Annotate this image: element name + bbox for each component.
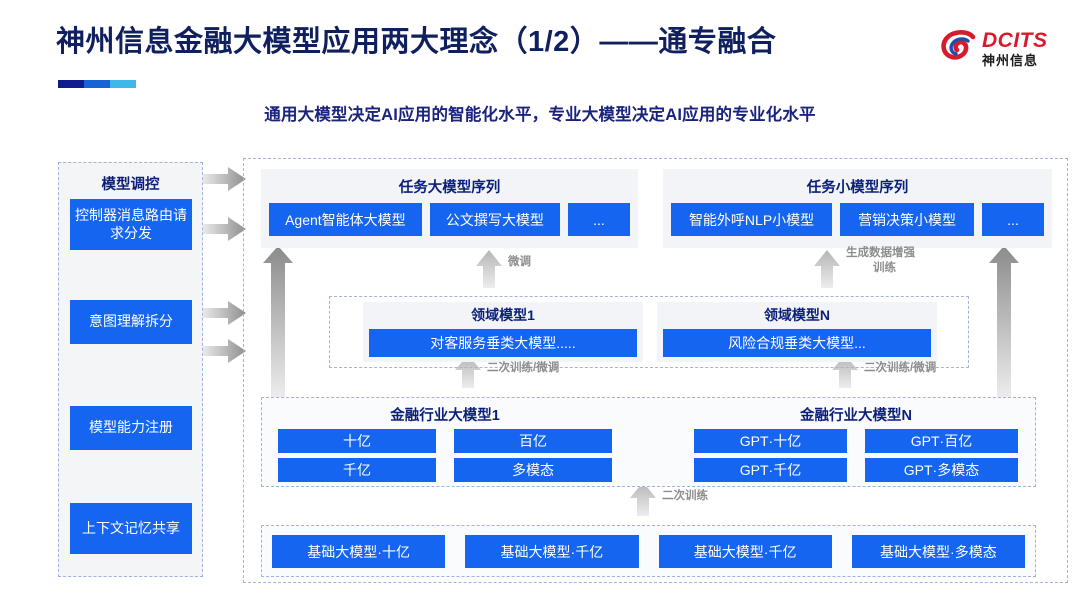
domain-model-n-title: 领域模型N [763, 307, 831, 323]
control-item-intent-parsing[interactable]: 意图理解拆分 [70, 300, 192, 344]
chip-ind1-hundred-billion[interactable]: 千亿 [278, 458, 436, 482]
accent-segment-2 [84, 80, 110, 88]
swirl-icon [938, 28, 978, 68]
model-stack-container: 任务大模型序列 Agent智能体大模型 公文撰写大模型 ... 任务小模型序列 … [243, 158, 1068, 583]
chip-risk-compliance-vertical-model[interactable]: 风险合规垂类大模型... [663, 329, 931, 357]
industry-model-container: 金融行业大模型1 十亿 百亿 千亿 多模态 金融行业大模型N GPT·十亿 GP… [261, 397, 1036, 487]
control-item-context-memory[interactable]: 上下文记忆共享 [70, 503, 192, 554]
control-column: 模型调控 控制器消息路由请求分发 意图理解拆分 模型能力注册 上下文记忆共享 [58, 162, 203, 577]
chip-customer-service-vertical-model[interactable]: 对客服务垂类大模型..... [369, 329, 637, 357]
chip-ind1-billion[interactable]: 十亿 [278, 429, 436, 453]
domain-model-1: 领域模型1 对客服务垂类大模型..... [363, 302, 643, 362]
arrow-label-retrain-finetune-left: 二次训练/微调 [487, 362, 560, 374]
chip-base-billion[interactable]: 基础大模型·十亿 [272, 535, 446, 568]
industry-model-n: 金融行业大模型N GPT·十亿 GPT·百亿 GPT·千亿 GPT·多模态 [686, 401, 1026, 483]
chip-base-hundred-billion[interactable]: 基础大模型·千亿 [465, 535, 639, 568]
accent-bar [58, 80, 136, 88]
architecture-diagram: 模型调控 控制器消息路由请求分发 意图理解拆分 模型能力注册 上下文记忆共享 任… [0, 150, 1080, 590]
industry-model-n-title: 金融行业大模型N [800, 408, 912, 424]
chip-base-multimodal[interactable]: 基础大模型·多模态 [851, 535, 1025, 568]
control-column-title: 模型调控 [101, 177, 160, 193]
task-big-model-sequence: 任务大模型序列 Agent智能体大模型 公文撰写大模型 ... [261, 169, 638, 248]
task-small-model-sequence-title: 任务小模型序列 [806, 180, 909, 196]
arrow-label-retrain-bottom: 二次训练 [662, 490, 708, 502]
arrow-label-retrain-finetune-right: 二次训练/微调 [864, 362, 937, 374]
chip-indn-gpt-billion[interactable]: GPT·十亿 [694, 429, 847, 453]
industry-model-n-chip-grid: GPT·十亿 GPT·百亿 GPT·千亿 GPT·多模态 [686, 425, 1026, 482]
arrow-label-gen-data-line1: 生成数据增强 [846, 247, 915, 259]
industry-model-1: 金融行业大模型1 十亿 百亿 千亿 多模态 [270, 401, 620, 483]
chip-base-trillion[interactable]: 基础大模型·千亿 [658, 535, 832, 568]
page-title: 神州信息金融大模型应用两大理念（1/2）——通专融合 [56, 26, 777, 58]
base-model-container: 基础大模型·十亿 基础大模型·千亿 基础大模型·千亿 基础大模型·多模态 [261, 525, 1036, 577]
chip-indn-gpt-multimodal[interactable]: GPT·多模态 [865, 458, 1018, 482]
page-subtitle: 通用大模型决定AI应用的智能化水平，专业大模型决定AI应用的专业化水平 [264, 106, 816, 124]
task-big-model-sequence-title: 任务大模型序列 [398, 180, 501, 196]
domain-model-n: 领域模型N 风险合规垂类大模型... [657, 302, 937, 362]
task-big-model-chip-row: Agent智能体大模型 公文撰写大模型 ... [261, 203, 638, 236]
control-item-capability-registry[interactable]: 模型能力注册 [70, 406, 192, 450]
accent-segment-1 [58, 80, 84, 88]
domain-model-1-title: 领域模型1 [471, 307, 535, 323]
chip-indn-gpt-ten-billion[interactable]: GPT·百亿 [865, 429, 1018, 453]
chip-document-writing-model[interactable]: 公文撰写大模型 [429, 203, 560, 236]
chip-agent-model[interactable]: Agent智能体大模型 [269, 203, 422, 236]
arrow-label-finetune-left: 微调 [508, 256, 531, 268]
chip-ind1-ten-billion[interactable]: 百亿 [454, 429, 612, 453]
arrow-label-gen-data-line2: 训练 [873, 262, 896, 274]
accent-segment-3 [110, 80, 136, 88]
domain-model-container: 领域模型1 对客服务垂类大模型..... 领域模型N 风险合规垂类大模型... [329, 296, 969, 368]
chip-indn-gpt-hundred-billion[interactable]: GPT·千亿 [694, 458, 847, 482]
industry-model-1-chip-grid: 十亿 百亿 千亿 多模态 [270, 425, 620, 482]
chip-outbound-nlp-model[interactable]: 智能外呼NLP小模型 [671, 203, 833, 236]
task-small-model-chip-row: 智能外呼NLP小模型 营销决策小模型 ... [663, 203, 1052, 236]
chip-more-big-models[interactable]: ... [568, 203, 630, 236]
task-small-model-sequence: 任务小模型序列 智能外呼NLP小模型 营销决策小模型 ... [663, 169, 1052, 248]
control-item-message-routing[interactable]: 控制器消息路由请求分发 [70, 199, 192, 250]
base-model-chip-row: 基础大模型·十亿 基础大模型·千亿 基础大模型·千亿 基础大模型·多模态 [262, 526, 1035, 568]
logo-text-en: DCITS [982, 28, 1048, 52]
chip-more-small-models[interactable]: ... [982, 203, 1045, 236]
chip-ind1-multimodal[interactable]: 多模态 [454, 458, 612, 482]
dcits-logo: DCITS 神州信息 [938, 20, 1062, 76]
chip-marketing-decision-model[interactable]: 营销决策小模型 [840, 203, 975, 236]
logo-text-cn: 神州信息 [982, 52, 1039, 68]
industry-model-1-title: 金融行业大模型1 [390, 408, 500, 424]
